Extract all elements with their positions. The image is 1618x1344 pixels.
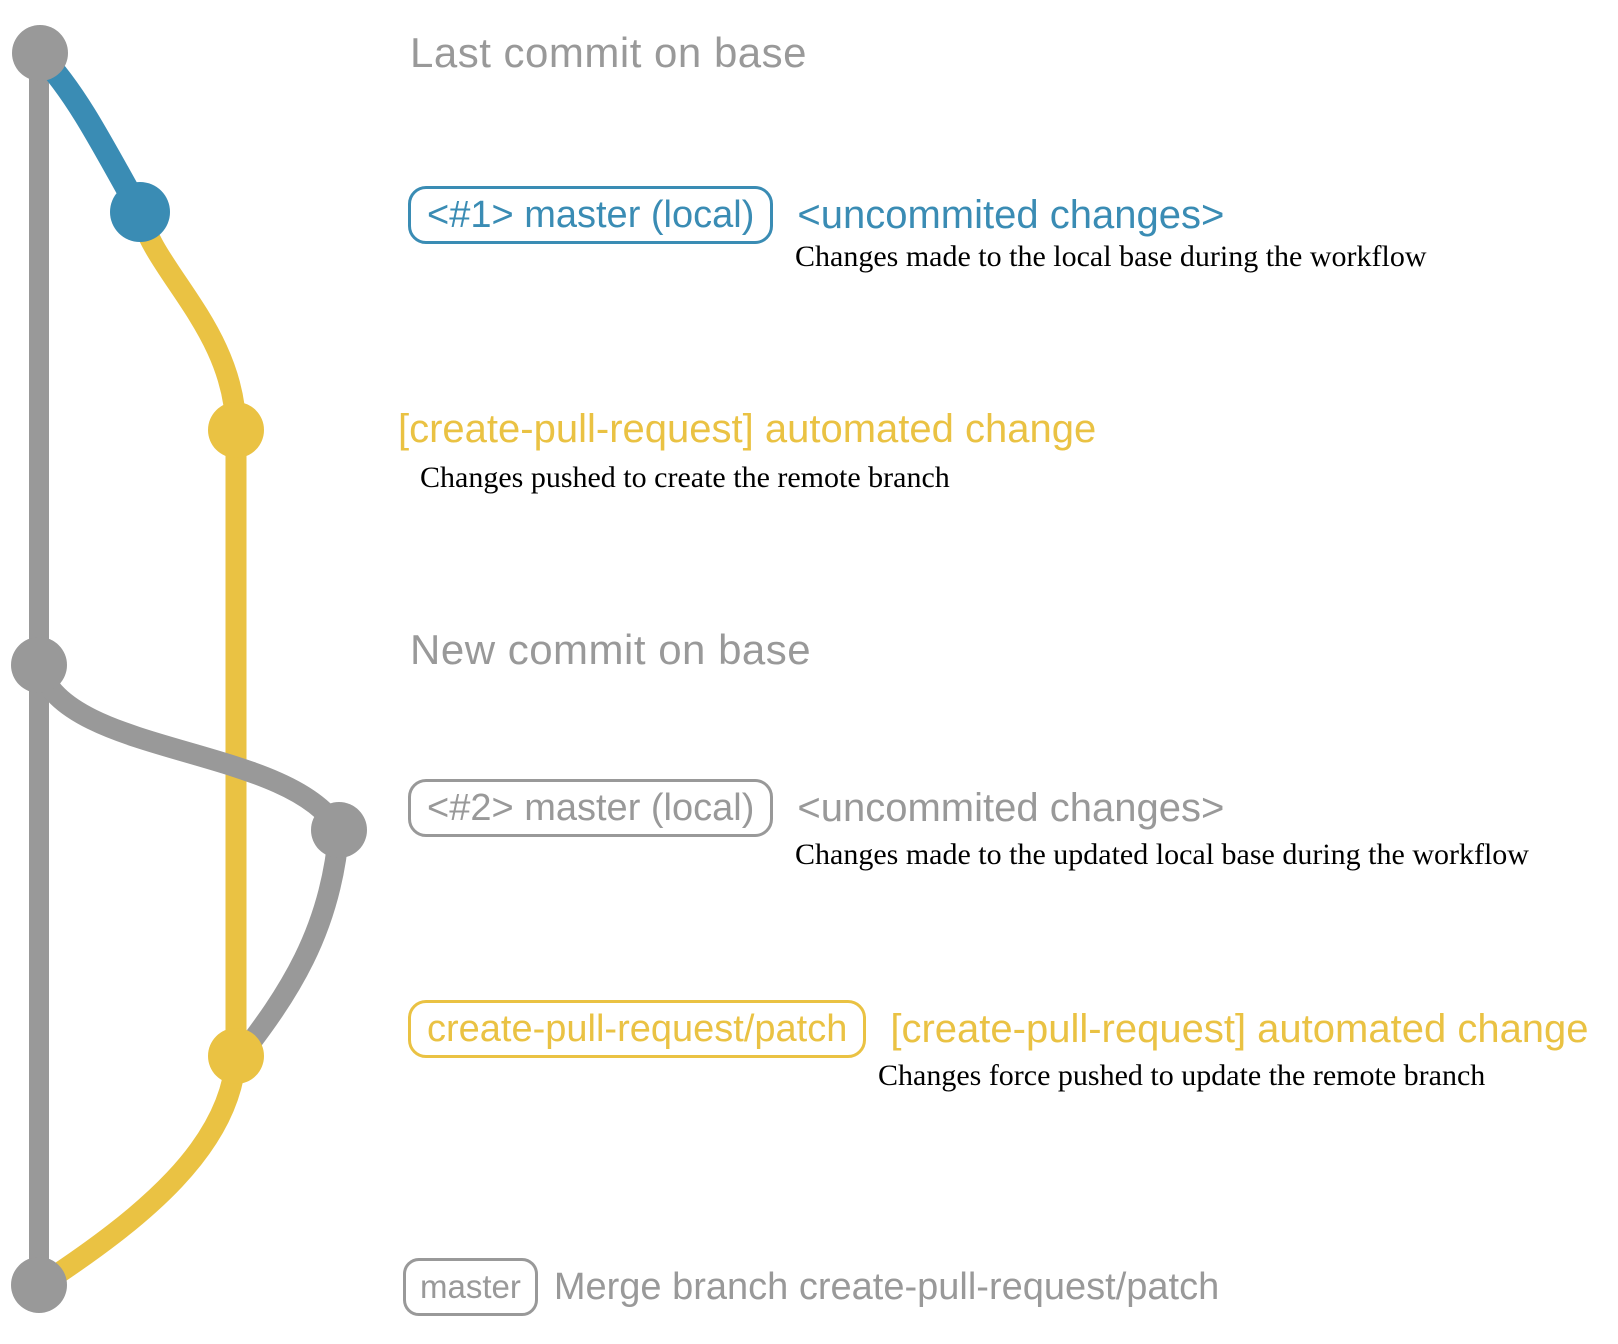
row-master-local-1: <#1> master (local) <uncommited changes> xyxy=(408,186,1224,244)
commit-message-uncommited-1: <uncommited changes> xyxy=(797,193,1225,237)
caption-uncommited-2: Changes made to the updated local base d… xyxy=(795,838,1529,871)
branch-badge-master-local-2: <#2> master (local) xyxy=(408,779,774,837)
commit-dot-automated-1 xyxy=(208,402,264,458)
commit-dot-new-base xyxy=(11,637,67,693)
local-master-to-patch-curve xyxy=(230,829,350,1065)
caption-automated-1: Changes pushed to create the remote bran… xyxy=(420,461,950,494)
commit-dot-uncommited-2 xyxy=(311,802,367,858)
label-last-commit-on-base: Last commit on base xyxy=(410,29,808,76)
commit-dot-automated-2 xyxy=(208,1028,264,1084)
commit-message-uncommited-2: <uncommited changes> xyxy=(797,786,1225,830)
commit-message-automated-1: [create-pull-request] automated change xyxy=(398,407,1097,451)
branch-badge-patch: create-pull-request/patch xyxy=(408,1000,867,1058)
commit-message-automated-2: [create-pull-request] automated change xyxy=(890,1007,1589,1051)
row-patch-branch: create-pull-request/patch [create-pull-r… xyxy=(408,1000,1589,1058)
label-new-commit-on-base: New commit on base xyxy=(410,626,812,673)
commit-dot-last-base xyxy=(12,25,68,81)
base-to-local-master-curve-2 xyxy=(28,661,349,836)
branch-badge-master: master xyxy=(403,1258,538,1316)
branch-badge-master-local-1: <#1> master (local) xyxy=(408,186,774,244)
commit-dot-merge xyxy=(11,1257,67,1313)
patch-to-merge-curve xyxy=(38,1055,247,1292)
row-master-local-2: <#2> master (local) <uncommited changes> xyxy=(408,779,1224,837)
row-merge: master Merge branch create-pull-request/… xyxy=(403,1258,1219,1316)
commit-dot-uncommited-1 xyxy=(110,182,170,242)
caption-automated-2: Changes force pushed to update the remot… xyxy=(878,1059,1486,1092)
caption-uncommited-1: Changes made to the local base during th… xyxy=(795,240,1427,273)
patch-branch-curve-1 xyxy=(129,209,247,433)
commit-message-merge: Merge branch create-pull-request/patch xyxy=(553,1266,1220,1308)
